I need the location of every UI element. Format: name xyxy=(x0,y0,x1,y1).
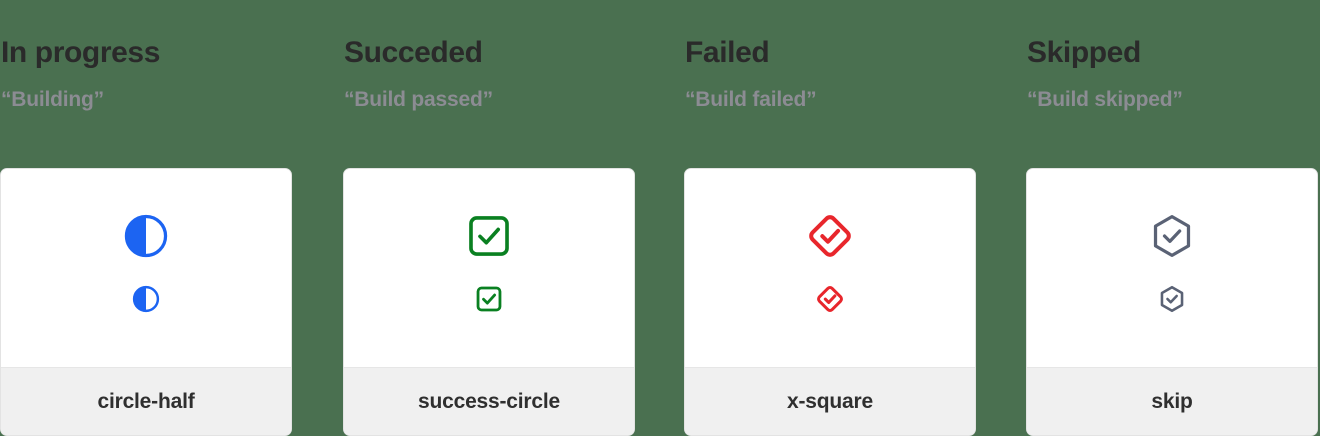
x-square-icon xyxy=(809,215,851,257)
status-column-failed: Failed “Build failed” x-square xyxy=(684,0,976,436)
skip-icon-small xyxy=(1160,285,1184,313)
icon-name-label: x-square xyxy=(787,390,873,413)
x-square-icon-small xyxy=(817,286,843,312)
icon-preview-area xyxy=(1,169,291,367)
icon-name-label: skip xyxy=(1151,390,1193,413)
column-heading: In progress xyxy=(1,36,160,69)
icon-card-footer: success-circle xyxy=(344,367,634,435)
column-heading: Succeded xyxy=(344,36,483,69)
icon-card-skip[interactable]: skip xyxy=(1026,168,1318,436)
column-subheading: “Build passed” xyxy=(344,88,493,111)
column-subheading: “Build failed” xyxy=(685,88,817,111)
status-column-succeded: Succeded “Build passed” success-circle xyxy=(343,0,635,436)
status-column-skipped: Skipped “Build skipped” skip xyxy=(1026,0,1318,436)
icon-card-circle-half[interactable]: circle-half xyxy=(0,168,292,436)
icon-preview-area xyxy=(344,169,634,367)
icon-name-label: success-circle xyxy=(418,390,560,413)
column-subheading: “Building” xyxy=(1,88,104,111)
success-circle-icon-small xyxy=(476,286,502,312)
icon-card-footer: skip xyxy=(1027,367,1317,435)
icon-preview-area xyxy=(685,169,975,367)
icon-preview-area xyxy=(1027,169,1317,367)
column-heading: Skipped xyxy=(1027,36,1141,69)
skip-icon xyxy=(1153,215,1191,257)
icon-card-x-square[interactable]: x-square xyxy=(684,168,976,436)
success-circle-icon xyxy=(469,216,509,256)
status-column-in-progress: In progress “Building” circle-half xyxy=(0,0,292,436)
icon-card-success-circle[interactable]: success-circle xyxy=(343,168,635,436)
column-subheading: “Build skipped” xyxy=(1027,88,1183,111)
icon-card-footer: x-square xyxy=(685,367,975,435)
column-heading: Failed xyxy=(685,36,770,69)
circle-half-icon-small xyxy=(132,285,160,313)
circle-half-icon xyxy=(124,214,168,258)
icon-card-footer: circle-half xyxy=(1,367,291,435)
icon-name-label: circle-half xyxy=(97,390,195,413)
